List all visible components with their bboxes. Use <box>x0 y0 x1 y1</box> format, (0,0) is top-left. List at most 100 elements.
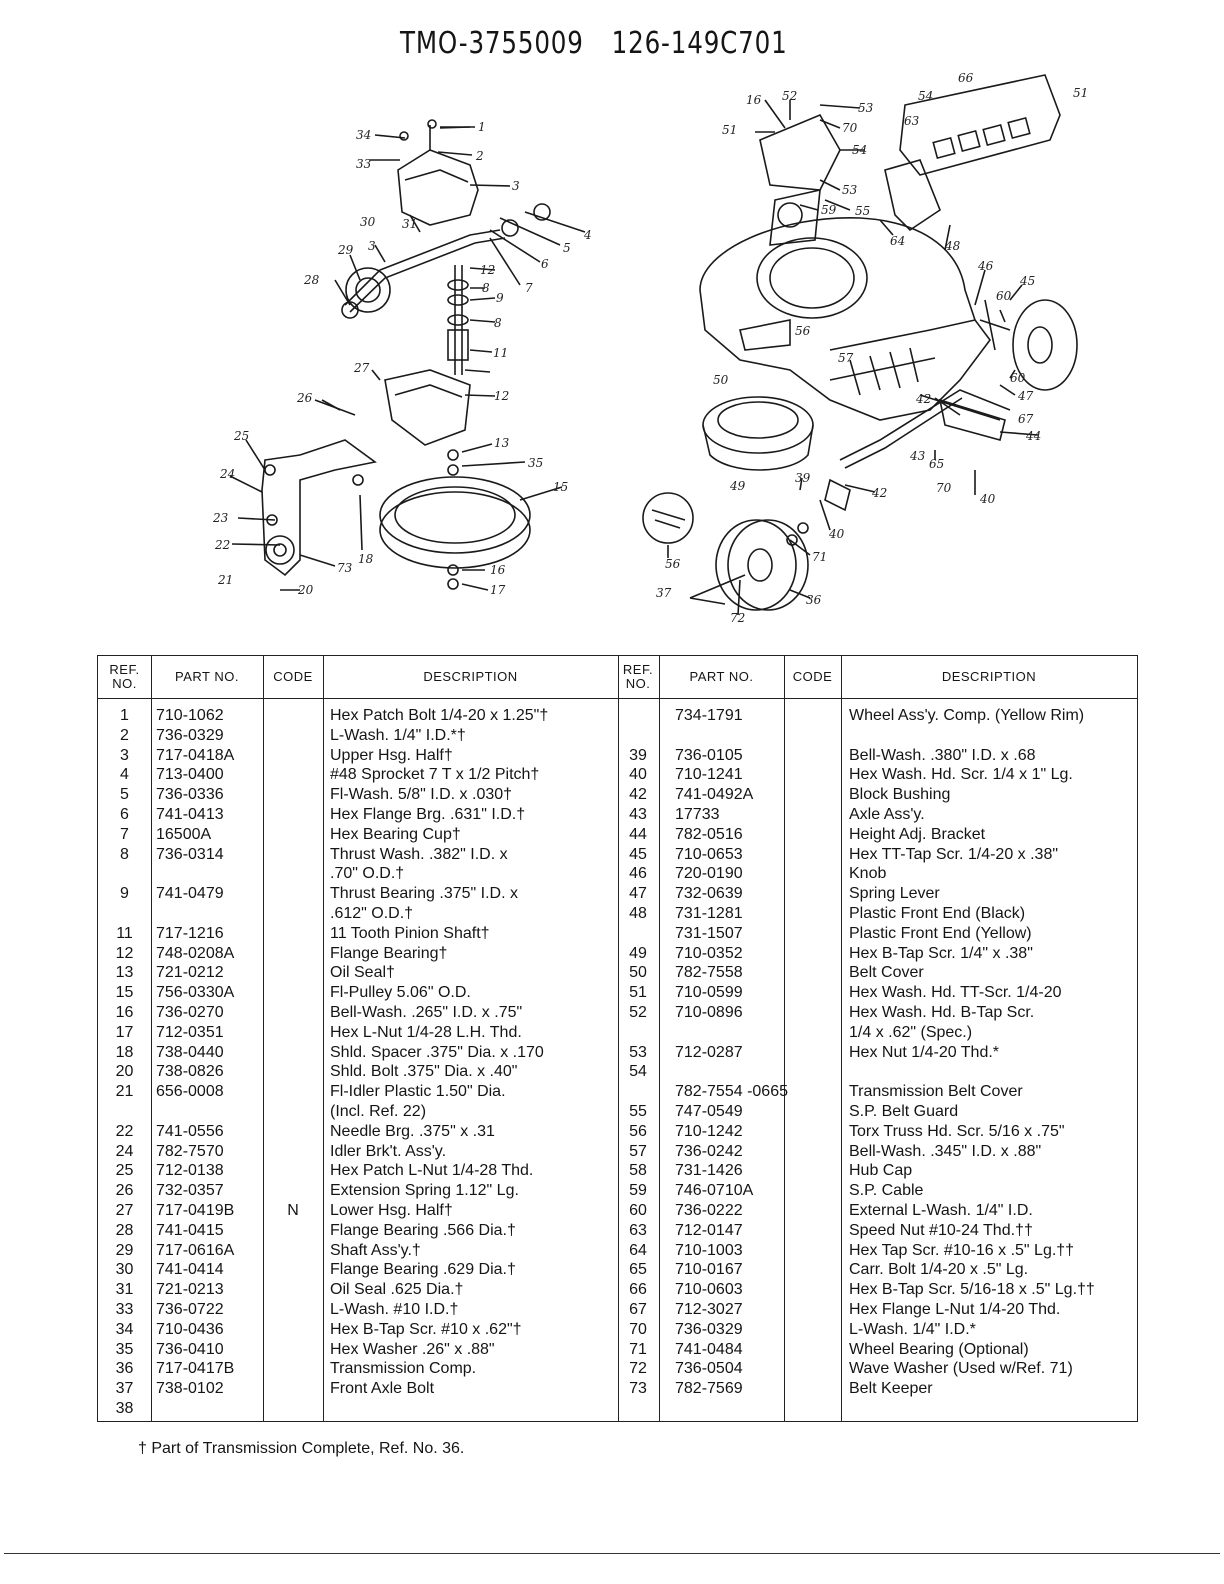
svg-text:53: 53 <box>858 101 874 115</box>
description-cell: Torx Truss Hd. Scr. 5/16 x .75" <box>849 1122 1065 1140</box>
lower-housing-half <box>384 369 471 446</box>
svg-text:40: 40 <box>828 527 845 541</box>
part-no-cell: 710-1062 <box>156 707 224 724</box>
part-no-cell: 710-0603 <box>675 1281 743 1299</box>
table-row <box>617 726 1137 746</box>
part-no-cell: 741-0492A <box>675 786 754 804</box>
axle-43 <box>839 389 1011 469</box>
description-cell: Plastic Front End (Black) <box>849 905 1026 922</box>
transmission-drawing <box>229 119 586 591</box>
description-cell: Axle Ass'y. <box>849 806 925 823</box>
ref-no-cell: 4 <box>120 766 129 784</box>
svg-text:42: 42 <box>915 392 931 406</box>
ref-no-cell: 27 <box>115 1202 134 1219</box>
description-cell: Speed Nut #10-24 Thd.†† <box>849 1221 1033 1239</box>
svg-text:65: 65 <box>929 457 944 471</box>
ref-no-cell: 58 <box>629 1162 647 1180</box>
part-no-cell: 710-1003 <box>675 1241 743 1259</box>
description-cell: Idler Brk't. Ass'y. <box>330 1142 447 1160</box>
part-no-cell: 782-7570 <box>156 1142 224 1160</box>
bearing-28 <box>341 301 359 319</box>
part-no-cell: 736-0722 <box>156 1301 224 1318</box>
part-no-cell: 731-1281 <box>675 905 743 922</box>
mower-deck <box>699 217 991 421</box>
svg-text:17: 17 <box>490 583 506 597</box>
ref-no-cell: 13 <box>115 964 134 982</box>
ref-no-cell: 28 <box>115 1221 134 1239</box>
ref-no-cell: 71 <box>629 1340 647 1358</box>
ref-no-cell: 73 <box>629 1380 647 1398</box>
svg-text:53: 53 <box>842 183 858 197</box>
part-no-cell: 748-0208A <box>156 944 235 962</box>
description-cell: .70" O.D.† <box>330 865 405 883</box>
ref-no-cell: 63 <box>629 1221 647 1239</box>
ref-no-cell: 12 <box>115 944 134 962</box>
svg-text:25: 25 <box>233 429 249 443</box>
ref-no-cell: 40 <box>629 766 647 784</box>
description-cell: Hex Nut 1/4-20 Thd.* <box>849 1043 1000 1061</box>
description-cell: Hex Flange Brg. .631" I.D.† <box>330 806 526 823</box>
description-cell: Oil Seal† <box>330 964 395 982</box>
svg-text:54: 54 <box>852 143 867 157</box>
description-cell: Belt Cover <box>849 964 924 982</box>
part-no-cell: 738-0826 <box>156 1063 224 1081</box>
ref-no-cell: 5 <box>120 786 129 804</box>
description-cell: Height Adj. Bracket <box>849 825 986 843</box>
ref-no-cell: 38 <box>115 1400 134 1417</box>
description-cell: L-Wash. 1/4" I.D.* <box>849 1320 976 1338</box>
table-header: REF. NO. PART NO. CODE DESCRIPTION <box>617 656 1137 699</box>
description-cell: Hex Wash. Hd. B-Tap Scr. <box>849 1004 1035 1021</box>
ref-no-cell: 72 <box>629 1360 647 1378</box>
part-no-cell: 736-0329 <box>156 726 224 744</box>
header-ref-no: REF. NO. <box>622 662 654 691</box>
ref-no-cell: 57 <box>629 1142 647 1160</box>
part-no-cell: 741-0413 <box>156 806 224 823</box>
svg-text:3: 3 <box>512 179 520 193</box>
description-cell: Transmission Belt Cover <box>849 1083 1023 1101</box>
part-no-cell: 721-0212 <box>156 964 224 982</box>
part-no-cell: 710-0599 <box>675 984 743 1002</box>
ref-no-cell: 36 <box>115 1360 134 1378</box>
table-row: 1/4 x .62" (Spec.) <box>617 1023 1137 1043</box>
ref-no-cell: 1 <box>120 707 129 724</box>
svg-text:52: 52 <box>782 89 797 103</box>
svg-text:26: 26 <box>296 391 313 405</box>
ref-no-cell: 35 <box>115 1340 134 1358</box>
description-cell: Shaft Ass'y.† <box>330 1241 421 1259</box>
ref-no-cell: 15 <box>115 984 134 1002</box>
belt-guard-55 <box>759 113 841 191</box>
ref-no-cell: 49 <box>629 944 647 962</box>
description-cell: S.P. Belt Guard <box>849 1103 959 1120</box>
description-cell: Hex Patch L-Nut 1/4-28 Thd. <box>330 1162 534 1180</box>
description-cell: Hex Bearing Cup† <box>330 825 461 843</box>
part-no-cell: 16500A <box>156 825 212 843</box>
header-code: CODE <box>273 669 313 684</box>
ref-no-cell: 55 <box>629 1103 647 1120</box>
description-cell: Hex TT-Tap Scr. 1/4-20 x .38" <box>849 845 1059 863</box>
svg-text:50: 50 <box>713 373 729 387</box>
table-row: 13 721-0212 Oil Seal† <box>98 963 618 983</box>
ref-no-cell: 25 <box>115 1162 134 1180</box>
description-cell: Thrust Wash. .382" I.D. x <box>330 845 508 863</box>
ref-no-cell: 65 <box>629 1261 647 1279</box>
idler-bracket <box>261 439 377 577</box>
ref-no-cell: 22 <box>115 1122 134 1140</box>
